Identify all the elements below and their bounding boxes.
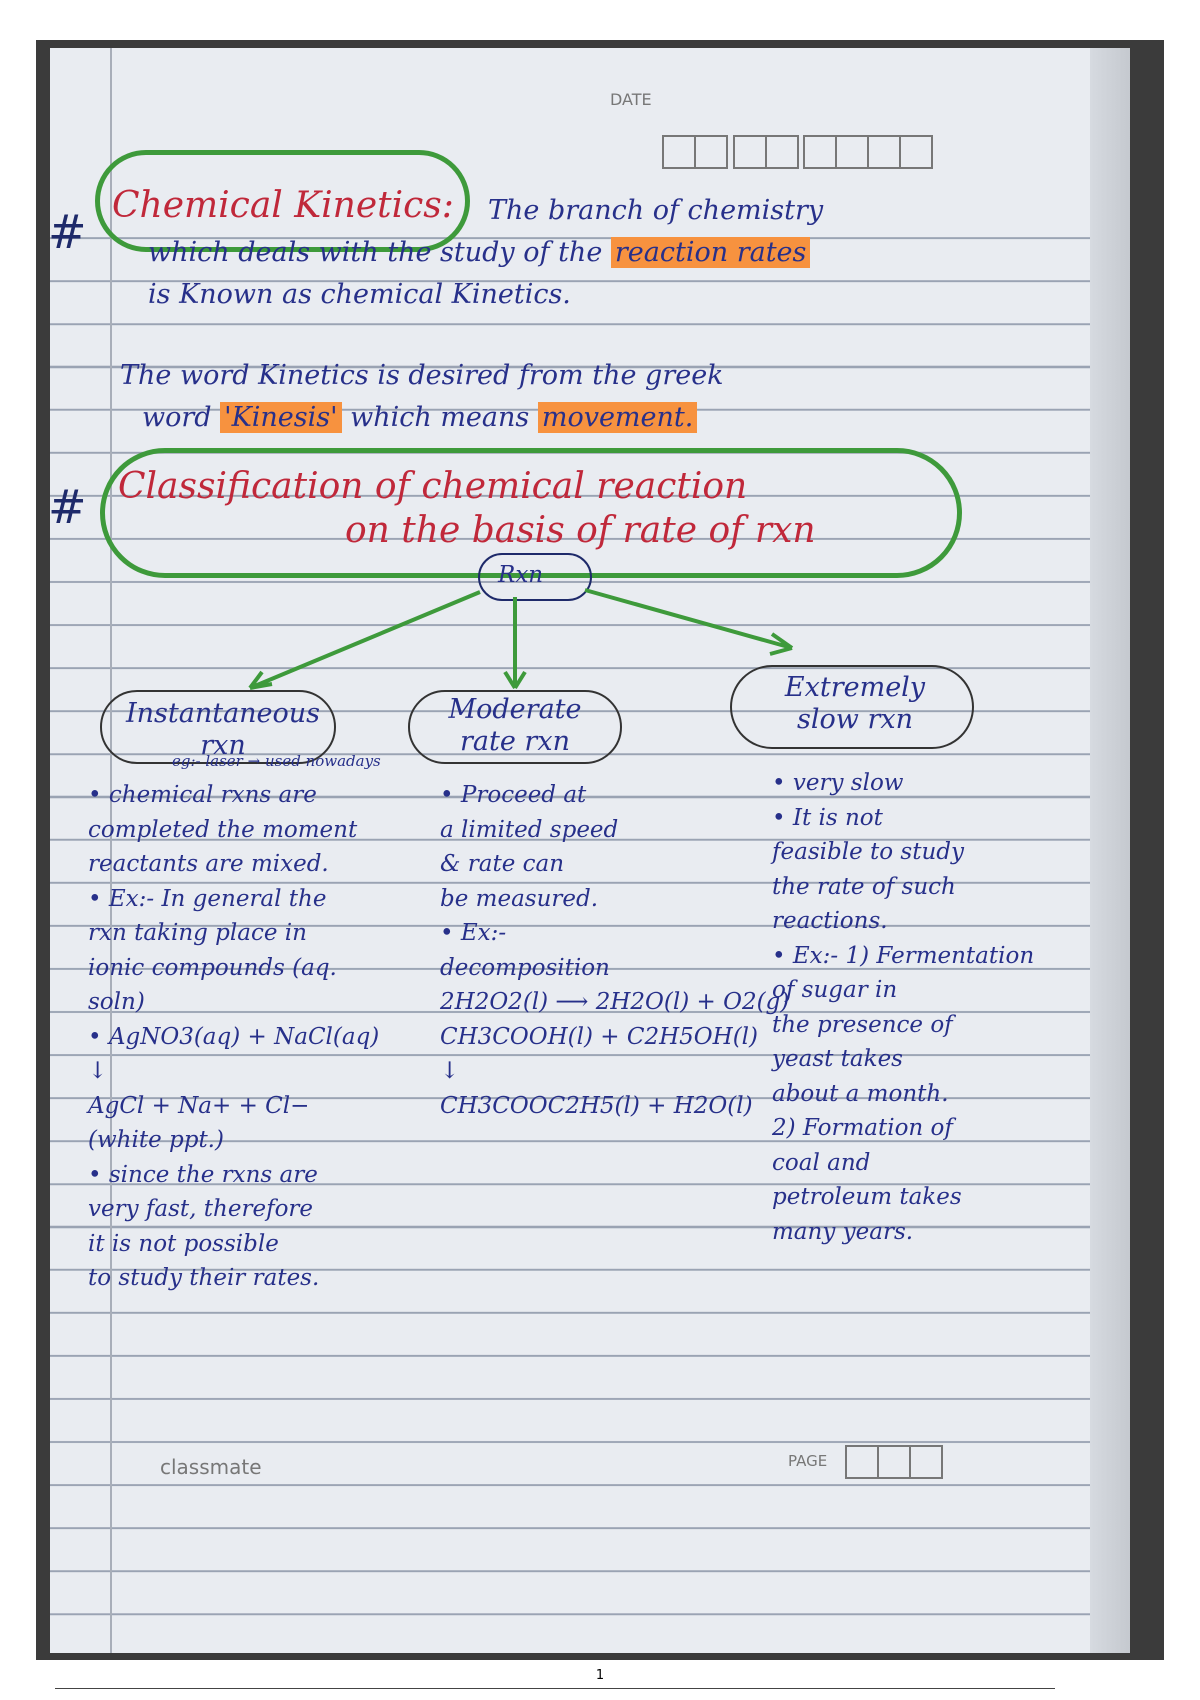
list-line: & rate can [440, 851, 565, 877]
list-line: yeast takes [772, 1046, 903, 1072]
text-line: The word Kinetics is desired from the gr… [120, 360, 724, 391]
page-edge [1090, 48, 1130, 1653]
list-line: (white ppt.) [88, 1127, 224, 1153]
footer-rule [55, 1688, 1055, 1689]
list-line: of sugar in [772, 977, 898, 1003]
title-cloud [100, 448, 962, 578]
category-cloud [730, 665, 974, 749]
list-line: 2) Formation of [772, 1115, 953, 1141]
list-line: decomposition [440, 954, 610, 981]
list-line: the rate of such [772, 873, 956, 900]
list-line: 2H2O2(l) ⟶ 2H2O(l) + O2(g) [440, 989, 790, 1015]
root-node [478, 553, 592, 601]
list-line: • It is not [772, 804, 883, 831]
section-subtitle: on the basis of rate of rxn [345, 510, 816, 551]
list-line: ↓ [440, 1058, 460, 1084]
text-line: which deals with the study of the reacti… [148, 232, 811, 274]
list-line: • chemical rxns are [88, 782, 317, 808]
text-line: word 'Kinesis' which means movement. [142, 397, 698, 439]
date-label: DATE [610, 90, 652, 109]
list-line: CH3COOC2H5(l) + H2O(l) [440, 1092, 753, 1119]
list-line: the presence of [772, 1011, 953, 1038]
brand-logo: classmate [160, 1455, 262, 1479]
list-line: about a month. [772, 1080, 949, 1107]
arrow-left [248, 590, 481, 690]
list-line: ionic compounds (aq. [88, 954, 337, 981]
page-number: 1 [595, 1668, 605, 1683]
date-boxes [803, 135, 933, 169]
category-heading: Moderate rate rxn [448, 694, 582, 757]
list-line: • very slow [772, 770, 904, 796]
category-cloud [100, 690, 336, 764]
hash-bullet: # [48, 205, 87, 259]
page-boxes [845, 1445, 943, 1479]
arrow-middle [503, 597, 527, 690]
list-line: AgCl + Na+ + Cl− [88, 1092, 310, 1119]
list-line: a limited speed [440, 816, 619, 843]
list-line: to study their rates. [88, 1265, 320, 1291]
list-line: completed the moment [88, 816, 358, 843]
list-line: soln) [88, 989, 145, 1015]
list-line: very fast, therefore [88, 1196, 314, 1222]
highlight: reaction rates [610, 237, 811, 268]
date-boxes [662, 135, 728, 169]
date-boxes [733, 135, 799, 169]
list-line: feasible to study [772, 839, 964, 865]
category-heading: Extremely slow rxn [784, 672, 926, 735]
list-line: • Ex:- 1) Fermentation [772, 942, 1035, 969]
list-line: be measured. [440, 885, 599, 912]
category-cloud [408, 690, 622, 764]
list-line: reactions. [772, 908, 888, 934]
column-moderate: • Proceed at a limited speed & rate can be … [440, 778, 789, 1123]
column-extremely-slow: • very slow • It is not feasible to study t… [772, 766, 1034, 1249]
hash-bullet: # [48, 480, 87, 534]
list-line: coal and [772, 1149, 871, 1176]
section-title: Chemical Kinetics: [112, 185, 454, 226]
notebook-page [50, 48, 1130, 1653]
list-line: • Ex:- In general the [88, 885, 327, 912]
list-line: it is not possible [88, 1230, 279, 1257]
list-line: rxn taking place in [88, 920, 307, 946]
list-line: many years. [772, 1218, 914, 1245]
list-line: • Ex:- [440, 920, 507, 946]
root-label: Rxn [498, 562, 544, 588]
list-line: petroleum takes [772, 1184, 962, 1210]
text-line: is Known as chemical Kinetics. [148, 279, 571, 310]
margin-line [110, 48, 112, 1653]
list-line: reactants are mixed. [88, 851, 329, 877]
section-title: Classification of chemical reaction [118, 466, 748, 507]
text-line: The branch of chemistry [488, 195, 824, 226]
note: eg:- laser → used nowadays [172, 752, 381, 770]
arrow-right [584, 588, 794, 656]
list-line: ↓ [88, 1058, 108, 1084]
category-heading: Instantaneous rxn [125, 698, 321, 761]
page-label: PAGE [788, 1452, 828, 1470]
column-instantaneous: • chemical rxns are completed the moment r… [88, 778, 379, 1296]
list-line: CH3COOH(l) + C2H5OH(l) [440, 1023, 758, 1050]
list-line: • since the rxns are [88, 1161, 318, 1188]
title-cloud [95, 150, 470, 252]
list-line: • AgNO3(aq) + NaCl(aq) [88, 1023, 380, 1050]
list-line: • Proceed at [440, 782, 587, 808]
